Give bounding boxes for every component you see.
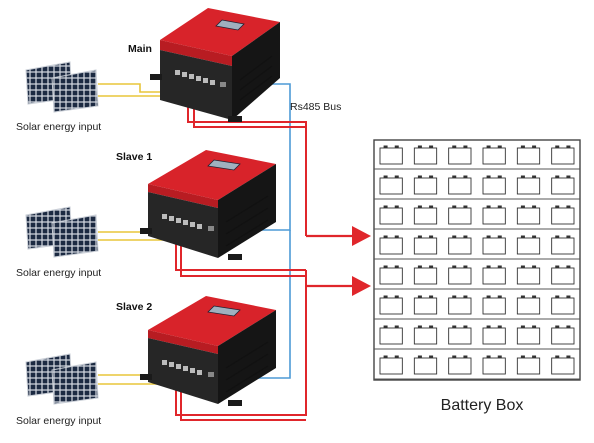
battery-icon	[482, 235, 506, 255]
battery-icon	[551, 205, 575, 225]
controller-slave-2: Slave 2	[116, 296, 276, 406]
bus-label: Rs485 Bus	[290, 101, 341, 113]
battery-icon	[379, 235, 403, 255]
arrow-head-upper	[352, 226, 371, 246]
battery-icon	[448, 265, 472, 285]
battery-box-frame	[373, 139, 581, 381]
battery-icon	[551, 235, 575, 255]
solar-panel-icon	[25, 61, 99, 113]
charge-controller-icon	[140, 150, 276, 260]
battery-icon	[379, 295, 403, 315]
controller-label: Slave 1	[116, 151, 152, 163]
battery-icon	[516, 145, 541, 165]
solar-panel-icon	[25, 206, 99, 258]
battery-icon	[551, 355, 575, 375]
battery-icon	[482, 325, 506, 345]
battery-icon	[551, 175, 575, 195]
battery-icon	[379, 175, 403, 195]
battery-icon	[516, 175, 541, 195]
solar-input-label: Solar energy input	[16, 267, 101, 279]
battery-icon	[379, 145, 403, 165]
battery-icon	[448, 145, 472, 165]
battery-icon	[448, 295, 472, 315]
battery-icon	[551, 325, 575, 345]
battery-icon	[482, 205, 506, 225]
battery-icon	[482, 295, 506, 315]
solar-panel-icon	[25, 353, 99, 405]
battery-box: Battery Box	[373, 139, 581, 414]
battery-icon	[448, 325, 472, 345]
arrow-head-lower	[352, 276, 371, 296]
battery-icon	[516, 235, 541, 255]
controller-label: Main	[128, 43, 152, 55]
battery-box-label: Battery Box	[441, 397, 524, 414]
solar-input-label: Solar energy input	[16, 121, 101, 133]
battery-icon	[413, 175, 438, 195]
battery-icon	[551, 265, 575, 285]
solar-panel-group-slave-2: Solar energy input	[16, 353, 101, 427]
battery-icon	[516, 325, 541, 345]
battery-icon	[413, 235, 438, 255]
controller-label: Slave 2	[116, 301, 152, 313]
controller-slave-1: Slave 1	[116, 150, 276, 260]
battery-grid	[374, 145, 580, 380]
battery-icon	[448, 175, 472, 195]
battery-icon	[516, 355, 541, 375]
battery-icon	[379, 205, 403, 225]
controller-main: Main	[128, 8, 280, 122]
battery-icon	[482, 355, 506, 375]
battery-icon	[413, 145, 438, 165]
charge-controller-icon	[140, 296, 276, 406]
battery-icon	[516, 265, 541, 285]
solar-panel-group-main: Solar energy input	[16, 61, 101, 133]
battery-icon	[551, 145, 575, 165]
battery-icon	[379, 325, 403, 345]
battery-icon	[413, 325, 438, 345]
battery-icon	[482, 145, 506, 165]
battery-icon	[448, 235, 472, 255]
battery-icon	[448, 355, 472, 375]
battery-icon	[551, 295, 575, 315]
battery-icon	[413, 265, 438, 285]
battery-icon	[413, 355, 438, 375]
battery-icon	[448, 205, 472, 225]
solar-panel-group-slave-1: Solar energy input	[16, 206, 101, 279]
battery-icon	[379, 265, 403, 285]
battery-icon	[413, 205, 438, 225]
solar-input-label: Solar energy input	[16, 415, 101, 427]
battery-icon	[482, 175, 506, 195]
battery-icon	[379, 355, 403, 375]
battery-icon	[413, 295, 438, 315]
battery-icon	[482, 265, 506, 285]
battery-icon	[516, 295, 541, 315]
battery-icon	[516, 205, 541, 225]
charge-controller-icon	[150, 8, 280, 122]
